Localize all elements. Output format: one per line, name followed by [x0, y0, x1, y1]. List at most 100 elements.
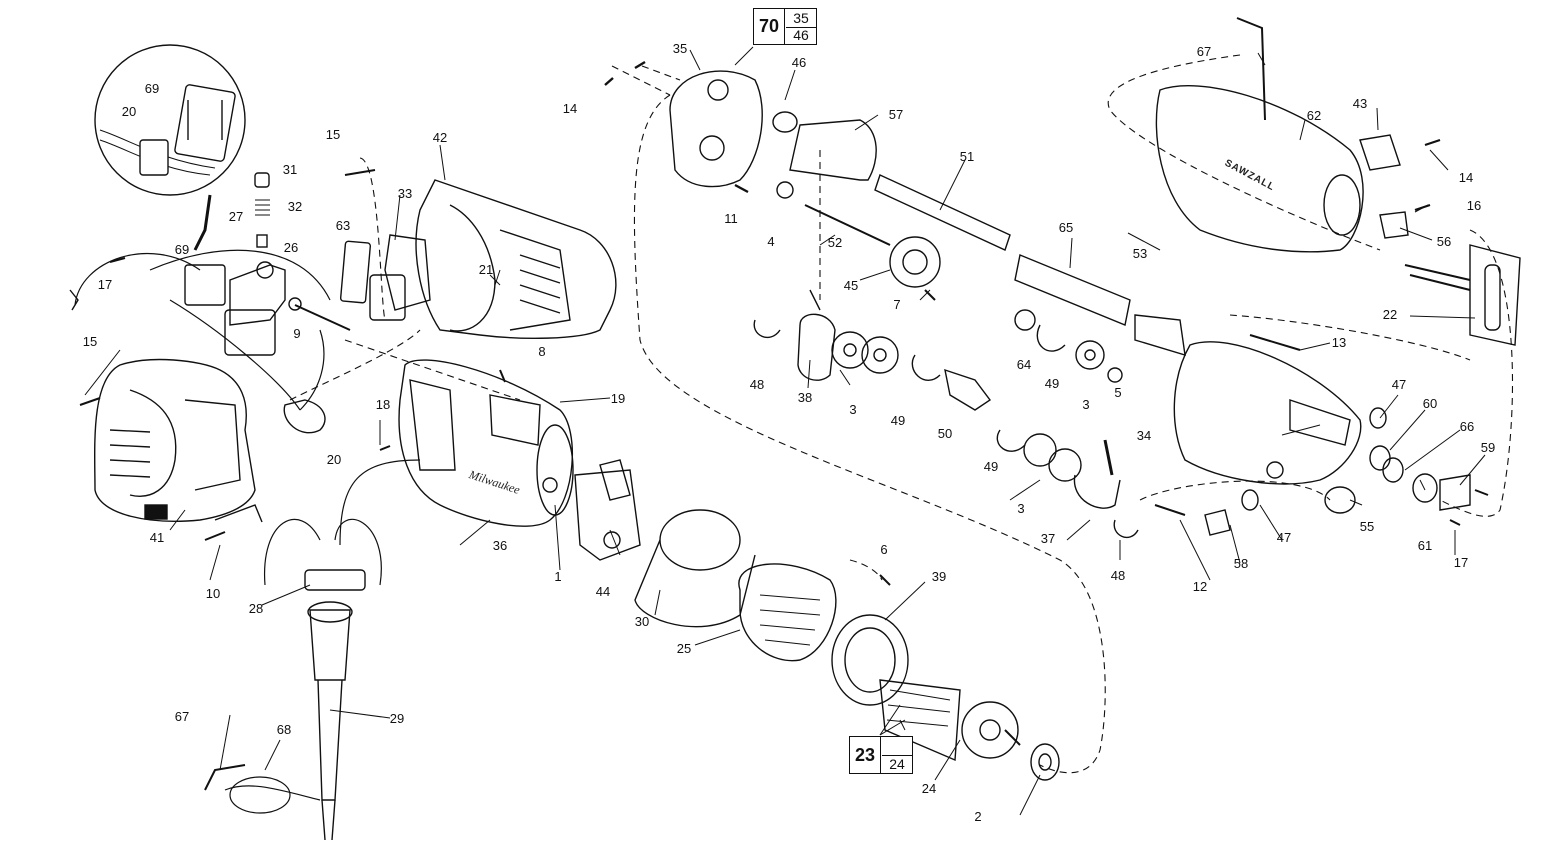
- part-label: 66: [1459, 419, 1475, 434]
- part-label: 5: [1114, 385, 1122, 400]
- small-hardware: [204, 369, 1489, 586]
- part-label: 14: [1458, 170, 1474, 185]
- part-label: 41: [149, 530, 165, 545]
- part-label: 29: [389, 711, 405, 726]
- part-label: 46: [791, 55, 807, 70]
- part-label: 42: [432, 130, 448, 145]
- part-label: 51: [959, 149, 975, 164]
- part-label: 18: [375, 397, 391, 412]
- part-label: 13: [1331, 335, 1347, 350]
- part-label: 30: [634, 614, 650, 629]
- assembly-box-70: 70 35 46: [753, 8, 817, 45]
- part-label: 21: [478, 262, 494, 277]
- handle-housing-left: [93, 358, 263, 523]
- armature-assembly: [831, 614, 1060, 781]
- part-label: 39: [931, 569, 947, 584]
- part-label: 45: [843, 278, 859, 293]
- cord-and-wires: [74, 249, 421, 814]
- part-label: 56: [1436, 234, 1452, 249]
- part-label: 48: [1110, 568, 1126, 583]
- part-label: 64: [1016, 357, 1032, 372]
- part-label: 61: [1417, 538, 1433, 553]
- part-label: 10: [205, 586, 221, 601]
- part-label: 49: [890, 413, 906, 428]
- part-label: 7: [893, 297, 901, 312]
- hex-key-and-wrap: [204, 17, 1266, 791]
- part-label: 60: [1422, 396, 1438, 411]
- part-label: 53: [1132, 246, 1148, 261]
- assembly-23-part-a: [882, 737, 912, 756]
- part-label: 48: [749, 377, 765, 392]
- part-label: 44: [595, 584, 611, 599]
- part-label: 4: [767, 234, 775, 249]
- part-label: 1: [554, 569, 562, 584]
- part-label: 50: [937, 426, 953, 441]
- part-label: 9: [293, 326, 301, 341]
- assembly-70-number: 70: [754, 9, 785, 44]
- part-label: 65: [1058, 220, 1074, 235]
- gear-housing: [415, 179, 617, 339]
- part-label: 55: [1359, 519, 1375, 534]
- part-label: 49: [983, 459, 999, 474]
- part-label: 15: [82, 334, 98, 349]
- assembly-box-23: 23 24: [849, 736, 913, 774]
- part-label: 17: [97, 277, 113, 292]
- switch-brush-parts: [69, 169, 431, 434]
- part-label: 6: [880, 542, 888, 557]
- part-label: 68: [276, 722, 292, 737]
- part-label: 43: [1352, 96, 1368, 111]
- part-label: 28: [248, 601, 264, 616]
- part-label: 17: [1453, 555, 1469, 570]
- part-label: 3: [1017, 501, 1025, 516]
- part-label: 52: [827, 235, 843, 250]
- part-label: 69: [144, 81, 160, 96]
- part-label: 36: [492, 538, 508, 553]
- part-label: 38: [797, 390, 813, 405]
- motor-housing: [398, 359, 574, 527]
- part-label: 8: [538, 344, 546, 359]
- part-label: 24: [921, 781, 937, 796]
- part-label: 16: [1466, 198, 1482, 213]
- gearcase-cover: [604, 60, 798, 194]
- assembly-guide-lines: [289, 54, 1514, 774]
- part-label: 32: [287, 199, 303, 214]
- part-label: 47: [1276, 530, 1292, 545]
- part-label: 31: [282, 162, 298, 177]
- part-label: 33: [397, 186, 413, 201]
- part-label: 34: [1136, 428, 1152, 443]
- part-label: 15: [325, 127, 341, 142]
- part-label: 58: [1233, 556, 1249, 571]
- cord-set: [304, 569, 366, 841]
- part-label: 19: [610, 391, 626, 406]
- part-label: 14: [562, 101, 578, 116]
- part-label: 47: [1391, 377, 1407, 392]
- part-label: 27: [228, 209, 244, 224]
- part-label: 25: [676, 641, 692, 656]
- assembly-23-number: 23: [850, 737, 881, 773]
- part-label: 67: [1196, 44, 1212, 59]
- part-label: 20: [121, 104, 137, 119]
- part-label: 67: [174, 709, 190, 724]
- part-label: 69: [174, 242, 190, 257]
- part-label: 26: [283, 240, 299, 255]
- assembly-70-part-b: 46: [793, 27, 809, 44]
- switch-detail-inset: [94, 44, 246, 251]
- part-label: 57: [888, 107, 904, 122]
- assembly-box-leaders: [879, 704, 906, 736]
- part-label: 22: [1382, 307, 1398, 322]
- part-label: 62: [1306, 108, 1322, 123]
- part-label: 2: [974, 809, 982, 824]
- part-label: 37: [1040, 531, 1056, 546]
- part-label: 59: [1480, 440, 1496, 455]
- part-label: 11: [724, 211, 738, 226]
- part-label: 3: [849, 402, 857, 417]
- leader-lines: [84, 46, 1486, 816]
- field-and-baffle: [574, 459, 837, 662]
- part-label: 12: [1192, 579, 1208, 594]
- part-label: 49: [1044, 376, 1060, 391]
- part-label: 35: [672, 41, 688, 56]
- part-label: 63: [335, 218, 351, 233]
- nose-housing: [1155, 84, 1521, 485]
- spindle-assembly: [753, 119, 1186, 539]
